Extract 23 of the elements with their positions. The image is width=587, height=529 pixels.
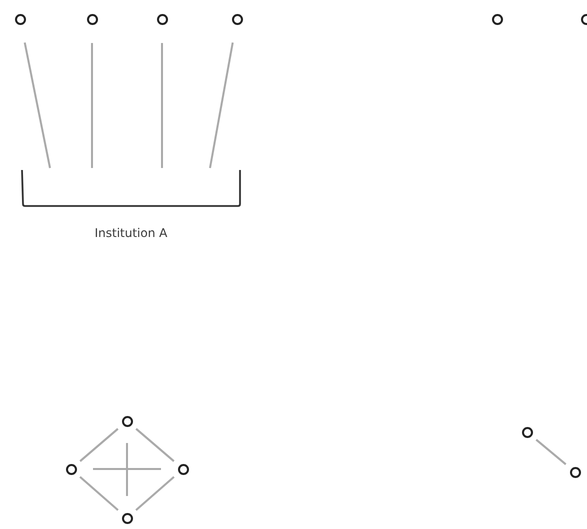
circle [86,14,98,24]
circle [492,14,502,24]
connector-line [161,43,163,168]
group-label: Institution A [94,226,168,240]
circle [156,14,168,24]
connector-line [93,468,161,470]
circle [122,512,132,524]
connector-line [536,438,566,466]
connector-line [126,443,128,496]
connector-line [79,476,119,511]
circle [232,14,242,24]
circle [14,14,26,24]
circle [522,426,532,438]
connector-line [135,428,175,462]
circle [66,464,76,474]
circle [178,464,188,474]
connector-line [91,43,93,168]
circle [570,466,580,478]
connector-line [79,428,119,462]
connector-line [209,42,234,168]
connector-line [135,476,175,511]
circle [122,416,132,426]
connector-line [24,42,51,168]
